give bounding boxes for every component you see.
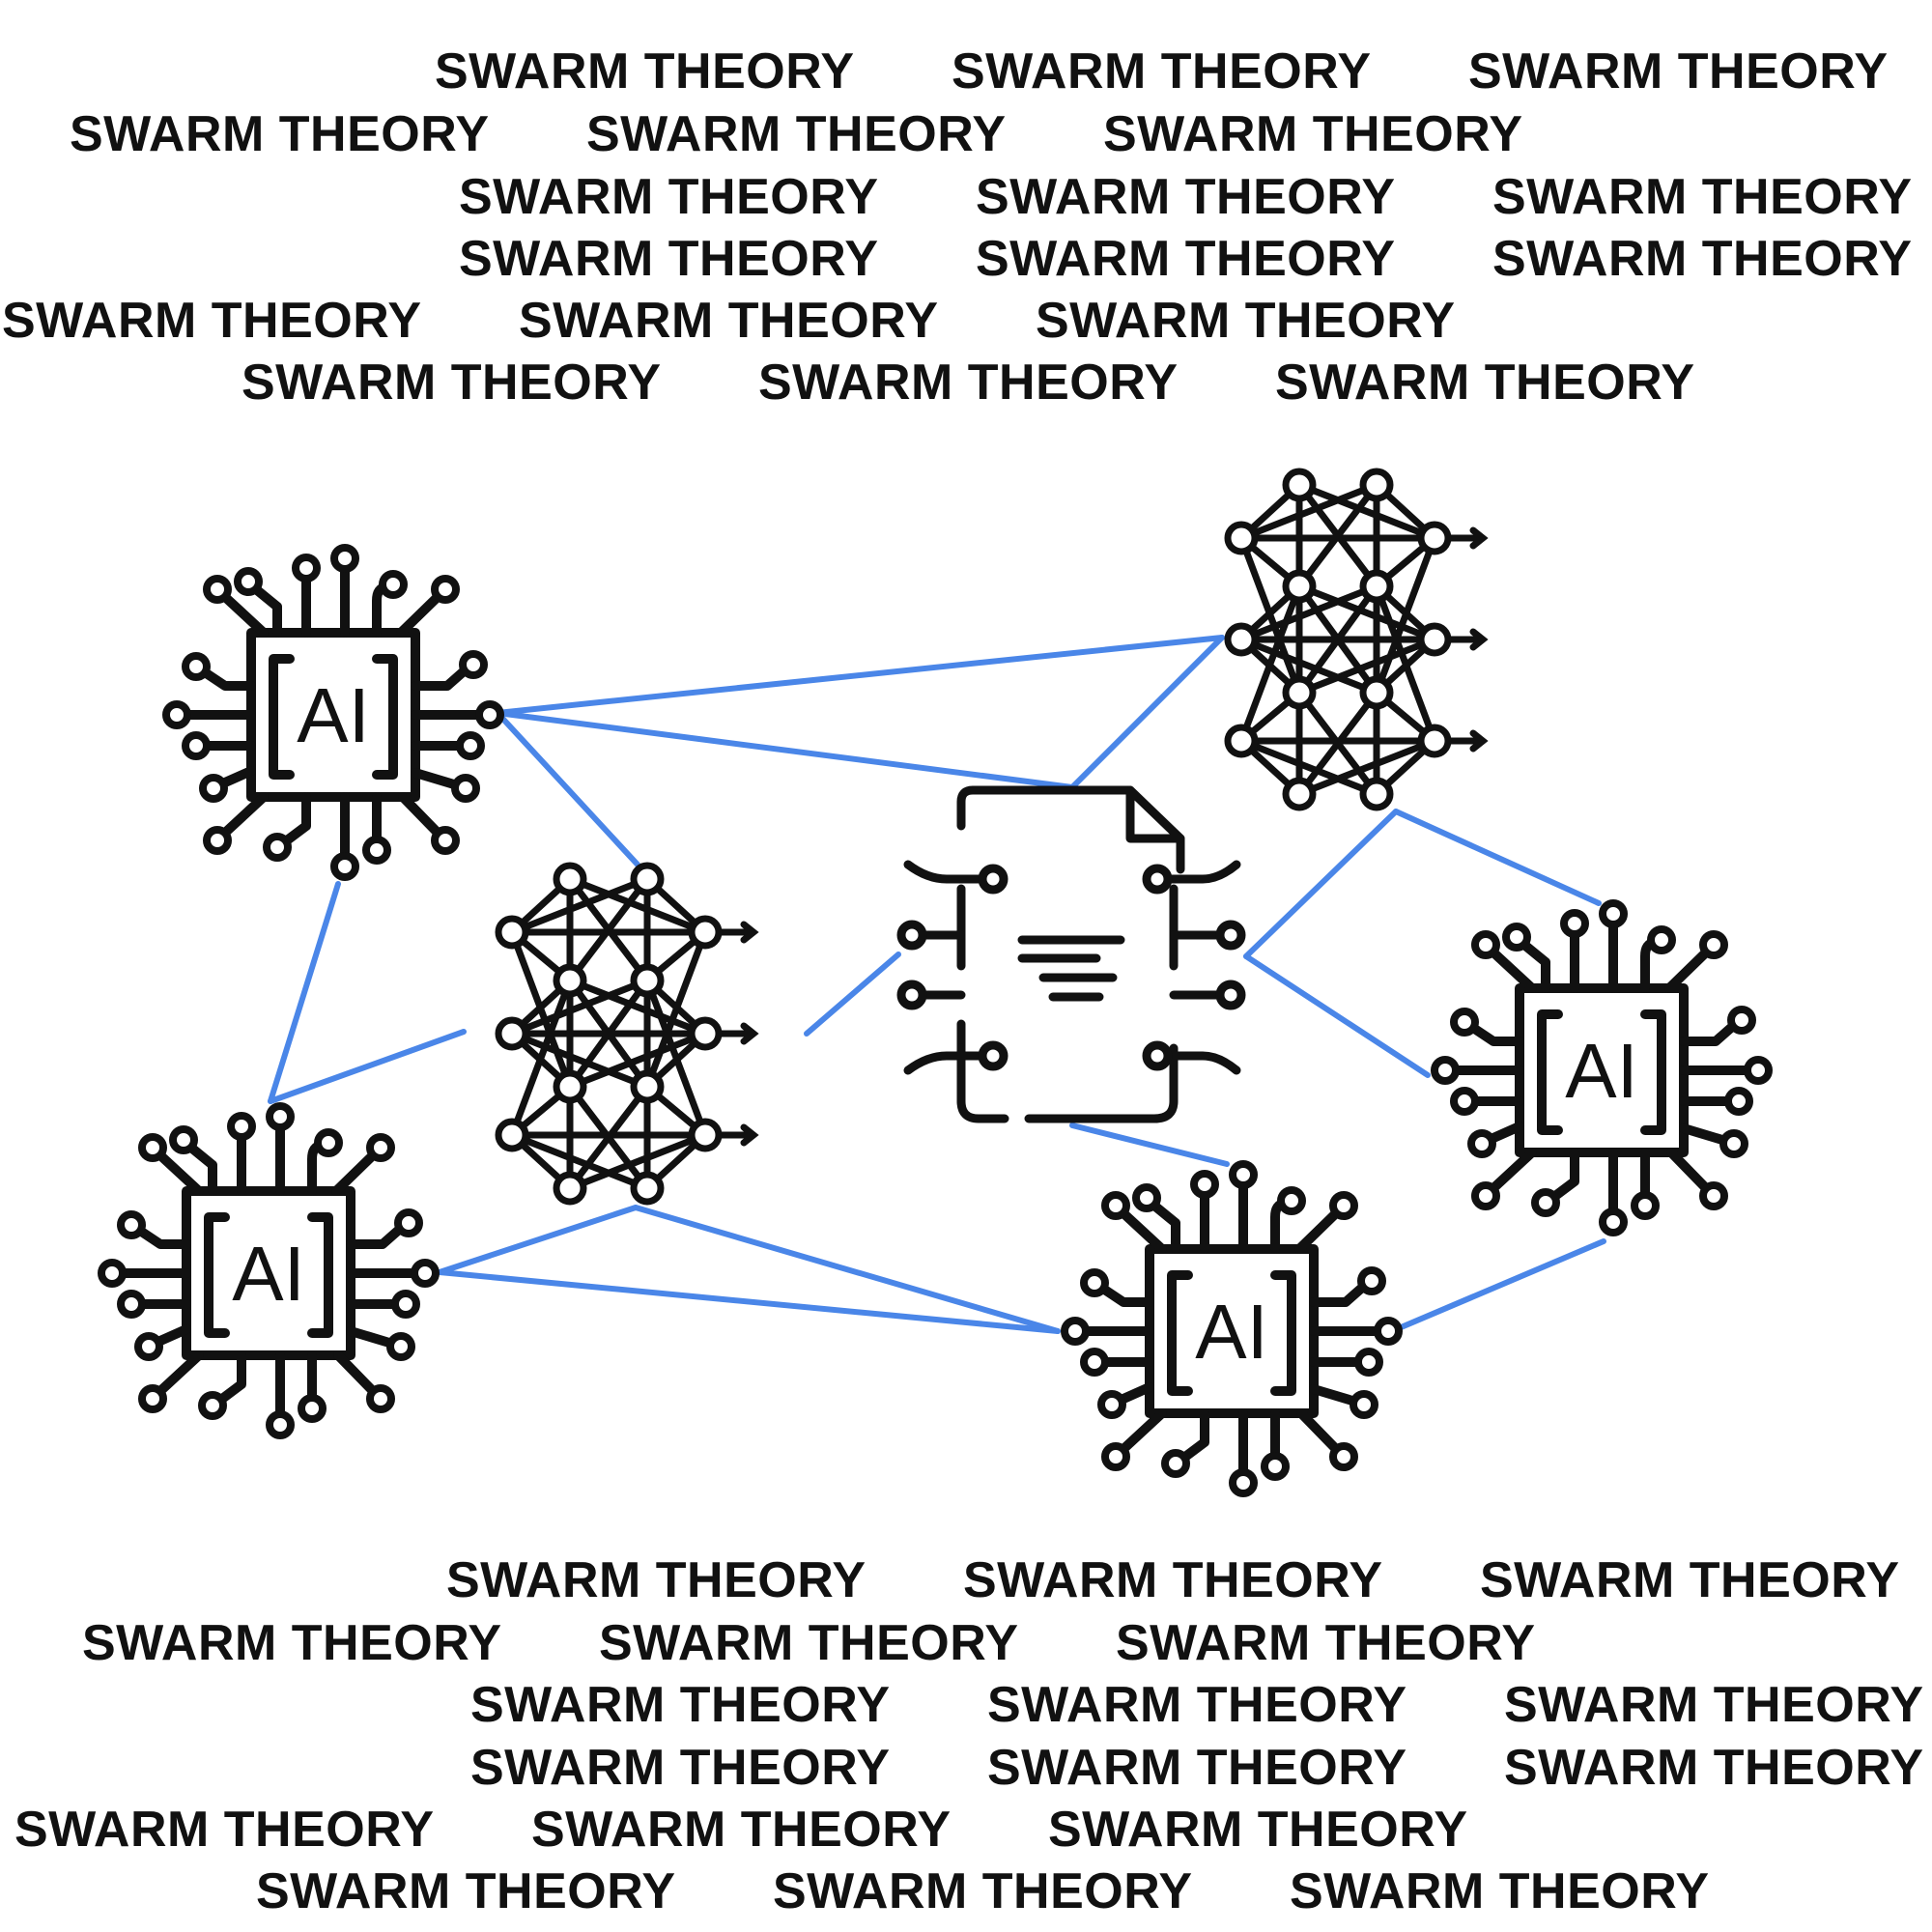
- connector-line: [633, 1205, 1061, 1334]
- swarm-theory-text: SWARM THEORY: [952, 43, 1372, 99]
- neural-network-icon: [1228, 471, 1483, 808]
- swarm-theory-text: SWARM THEORY: [987, 1677, 1407, 1733]
- swarm-theory-text: SWARM THEORY: [1468, 43, 1889, 99]
- swarm-theory-text: SWARM THEORY: [1492, 231, 1913, 287]
- swarm-theory-text: SWARM THEORY: [758, 355, 1179, 411]
- connector-line: [437, 1205, 639, 1275]
- swarm-theory-text: SWARM THEORY: [599, 1615, 1019, 1671]
- swarm-theory-text: SWARM THEORY: [773, 1863, 1193, 1919]
- ai-chip-icon: AI: [166, 548, 500, 877]
- connector-line: [268, 1029, 467, 1104]
- swarm-theory-text: SWARM THEORY: [470, 1677, 891, 1733]
- swarm-theory-text: SWARM THEORY: [1048, 1802, 1468, 1858]
- swarm-theory-text: SWARM THEORY: [1504, 1740, 1924, 1796]
- connector-line: [495, 710, 1075, 790]
- swarm-theory-text: SWARM THEORY: [976, 169, 1396, 225]
- swarm-theory-text: SWARM THEORY: [586, 106, 1007, 162]
- swarm-theory-text: SWARM THEORY: [1480, 1552, 1900, 1608]
- swarm-theory-text: SWARM THEORY: [2, 293, 422, 349]
- swarm-theory-text: SWARM THEORY: [70, 106, 490, 162]
- swarm-theory-text: SWARM THEORY: [963, 1552, 1383, 1608]
- ai-chip-icon: AI: [101, 1106, 436, 1435]
- connector-line: [1243, 809, 1399, 959]
- chip-label: AI: [1195, 1289, 1268, 1375]
- neural-network-icon: [498, 866, 753, 1202]
- swarm-theory-text: SWARM THEORY: [1275, 355, 1695, 411]
- swarm-theory-text: SWARM THEORY: [242, 355, 662, 411]
- swarm-theory-text: SWARM THEORY: [1116, 1615, 1536, 1671]
- swarm-theory-text: SWARM THEORY: [1103, 106, 1523, 162]
- swarm-theory-text: SWARM THEORY: [470, 1740, 891, 1796]
- document-circuit-icon: [896, 785, 1246, 1123]
- connector-line: [804, 952, 901, 1037]
- swarm-theory-text: SWARM THEORY: [435, 43, 855, 99]
- swarm-theory-text: SWARM THEORY: [82, 1615, 502, 1671]
- ai-chip-icon: AI: [1435, 903, 1769, 1233]
- chip-label: AI: [1565, 1028, 1638, 1114]
- swarm-theory-text: SWARM THEORY: [531, 1802, 952, 1858]
- swarm-theory-text: SWARM THEORY: [987, 1740, 1407, 1796]
- connector-line: [495, 710, 640, 867]
- swarm-theory-text: SWARM THEORY: [446, 1552, 867, 1608]
- connector-line: [1069, 635, 1225, 790]
- swarm-theory-text: SWARM THEORY: [459, 169, 879, 225]
- swarm-theory-text: SWARM THEORY: [1290, 1863, 1710, 1919]
- connector-line: [1069, 1122, 1230, 1167]
- connector-line: [495, 635, 1225, 716]
- swarm-theory-text: SWARM THEORY: [976, 231, 1396, 287]
- swarm-theory-text: SWARM THEORY: [256, 1863, 676, 1919]
- chip-label: AI: [297, 672, 370, 758]
- connector-line: [1243, 953, 1431, 1078]
- connector-line: [437, 1269, 1061, 1334]
- swarm-theory-text: SWARM THEORY: [519, 293, 939, 349]
- swarm-theory-text: SWARM THEORY: [1492, 169, 1913, 225]
- ai-chip-icon: AI: [1065, 1164, 1399, 1493]
- connector-line: [1393, 809, 1602, 906]
- connector-line: [268, 881, 341, 1104]
- swarm-theory-text: SWARM THEORY: [14, 1802, 435, 1858]
- connector-links: [268, 635, 1606, 1334]
- connector-line: [1396, 1238, 1606, 1331]
- swarm-theory-text: SWARM THEORY: [459, 231, 879, 287]
- swarm-theory-text: SWARM THEORY: [1036, 293, 1456, 349]
- swarm-theory-text: SWARM THEORY: [1504, 1677, 1924, 1733]
- chip-label: AI: [232, 1231, 305, 1317]
